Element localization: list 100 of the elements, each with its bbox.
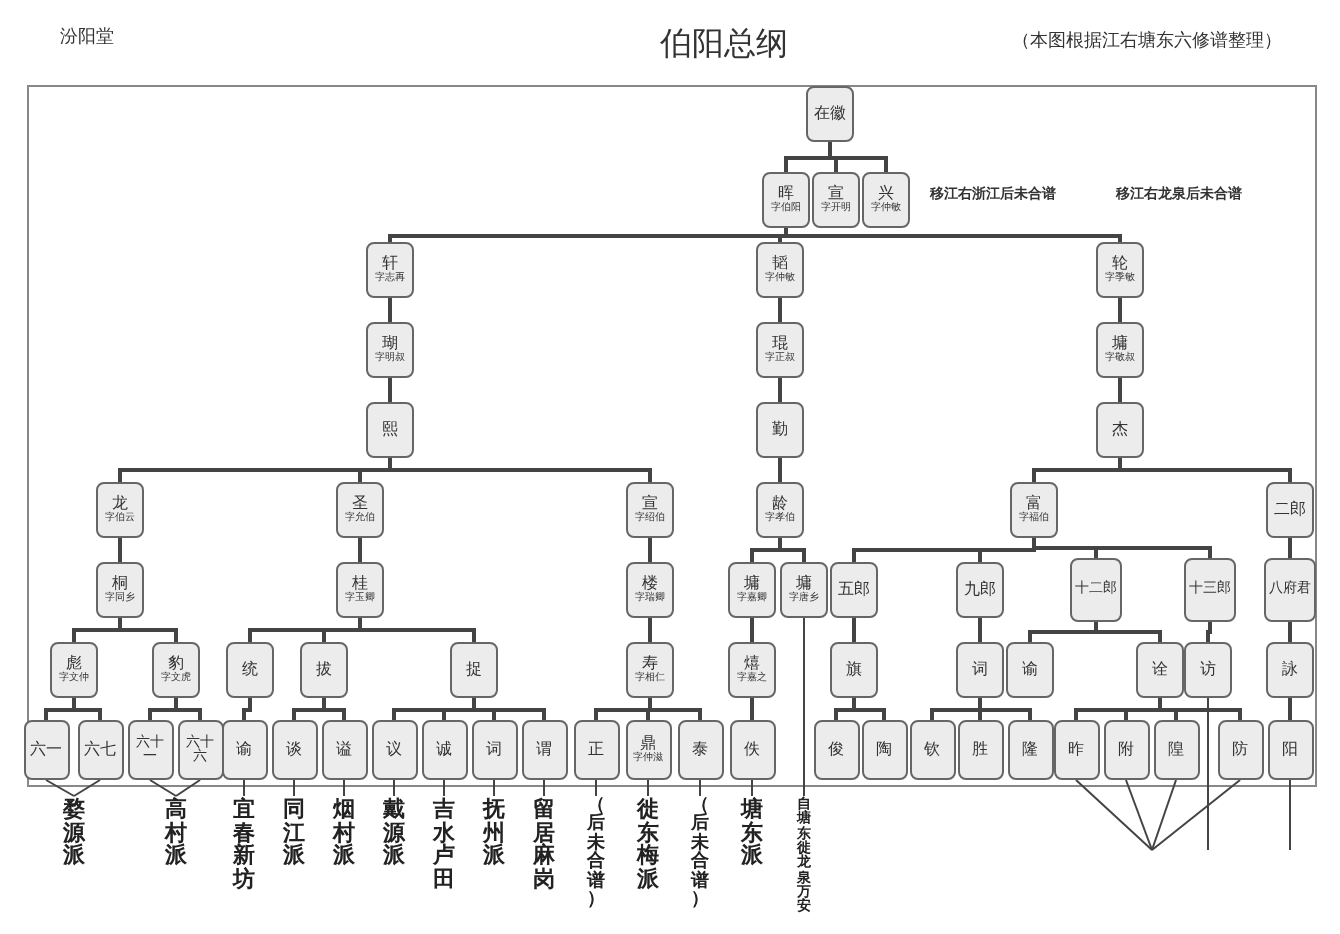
connector-line xyxy=(595,779,597,797)
person-name: 旗 xyxy=(846,661,862,679)
person-name: 勤 xyxy=(772,421,788,439)
connector-line xyxy=(358,618,476,642)
person-name: 钦 xyxy=(924,741,940,759)
person-name: 九郎 xyxy=(964,581,996,599)
person-box xyxy=(956,642,1004,698)
person-name: 正 xyxy=(588,741,604,759)
connector-line xyxy=(1118,458,1292,482)
person-box xyxy=(50,642,98,698)
person-box xyxy=(366,402,414,458)
connector-line xyxy=(1288,698,1292,720)
connector-line xyxy=(1075,779,1153,851)
connector-line xyxy=(1118,378,1122,402)
person-box xyxy=(23,720,69,780)
person-name: 诚 xyxy=(436,741,452,759)
person-box xyxy=(1267,720,1313,780)
person-box xyxy=(521,720,567,780)
connector-line xyxy=(293,779,295,797)
person-box xyxy=(756,322,804,378)
person-box xyxy=(862,172,910,228)
person-name: 墉 xyxy=(1112,336,1128,353)
person-name: 楼 xyxy=(642,576,658,593)
person-box xyxy=(336,562,384,618)
person-box xyxy=(221,720,267,780)
person-box xyxy=(626,642,674,698)
person-name: 寿 xyxy=(642,656,658,673)
connector-line xyxy=(978,698,1032,720)
person-name: 谕 xyxy=(1022,661,1038,679)
person-box xyxy=(321,720,367,780)
person-name: 俊 xyxy=(828,741,844,759)
connector-line xyxy=(648,618,652,642)
person-name: 隍 xyxy=(1168,741,1184,759)
person-box xyxy=(957,720,1003,780)
person-box xyxy=(861,720,907,780)
connector-line xyxy=(149,779,177,797)
connector-line xyxy=(1206,622,1212,642)
person-box xyxy=(729,720,775,780)
person-name: 在徽 xyxy=(814,105,846,123)
person-name: 谥 xyxy=(336,741,352,759)
branch-label: 婺源派 xyxy=(63,798,85,868)
person-name: 琨 xyxy=(772,336,788,353)
person-name: 宣 xyxy=(642,496,658,513)
person-box xyxy=(806,86,854,142)
person-box xyxy=(1096,242,1144,298)
person-name: 轩 xyxy=(382,256,398,273)
person-box xyxy=(1007,720,1053,780)
branch-label: （后未合谱） xyxy=(587,798,605,912)
person-box xyxy=(956,562,1004,618)
person-box xyxy=(677,720,723,780)
connector-line xyxy=(493,779,495,797)
person-name: 诠 xyxy=(1152,661,1168,679)
person-box xyxy=(96,482,144,538)
person-box xyxy=(177,720,223,780)
branch-label: 宜春新坊 xyxy=(233,798,255,891)
branch-label: 徙东梅派 xyxy=(637,798,659,891)
person-box xyxy=(728,642,776,698)
connector-line xyxy=(543,779,545,797)
connector-line xyxy=(778,378,782,402)
connector-line xyxy=(343,779,345,797)
person-box xyxy=(762,172,810,228)
person-box xyxy=(626,482,674,538)
person-name: 谓 xyxy=(536,741,552,759)
connector-line xyxy=(393,779,395,797)
connector-line xyxy=(1288,622,1292,642)
person-name: 捉 xyxy=(466,661,482,679)
connector-line xyxy=(472,698,546,720)
connector-line xyxy=(174,698,202,720)
connector-line xyxy=(1118,298,1122,322)
person-name: 六一 xyxy=(30,741,62,759)
person-name: 兴 xyxy=(878,186,894,203)
hall-name: 汾阳堂 xyxy=(60,25,114,50)
connector-line xyxy=(784,228,1122,242)
connector-line xyxy=(358,538,362,562)
person-name: 墉 xyxy=(744,576,760,593)
person-name: 墉 xyxy=(796,576,812,593)
connector-line xyxy=(647,779,649,797)
connector-line xyxy=(1151,779,1177,851)
branch-label: 戴源派 xyxy=(383,798,405,868)
person-box xyxy=(1266,482,1314,538)
branch-label: （后未合谱） xyxy=(691,798,709,912)
title: 伯阳总纲 xyxy=(660,24,788,66)
branch-label: 吉水卢田 xyxy=(433,798,455,891)
branch-label: 留居麻岗 xyxy=(533,798,555,891)
person-box xyxy=(271,720,317,780)
person-name: 杰 xyxy=(1112,421,1128,439)
connector-line xyxy=(118,538,122,562)
person-name: 谕 xyxy=(236,741,252,759)
person-name: 统 xyxy=(242,661,258,679)
person-box xyxy=(1184,558,1236,622)
connector-line xyxy=(699,779,701,797)
person-box xyxy=(1217,720,1263,780)
branch-label: 塘东派 xyxy=(741,798,763,868)
person-name: 佚 xyxy=(744,741,760,759)
person-name: 瑚 xyxy=(382,336,398,353)
person-box xyxy=(780,562,828,618)
connector-line xyxy=(1289,779,1291,851)
person-box xyxy=(1103,720,1149,780)
person-name: 晖 xyxy=(778,186,794,203)
person-box xyxy=(152,642,200,698)
